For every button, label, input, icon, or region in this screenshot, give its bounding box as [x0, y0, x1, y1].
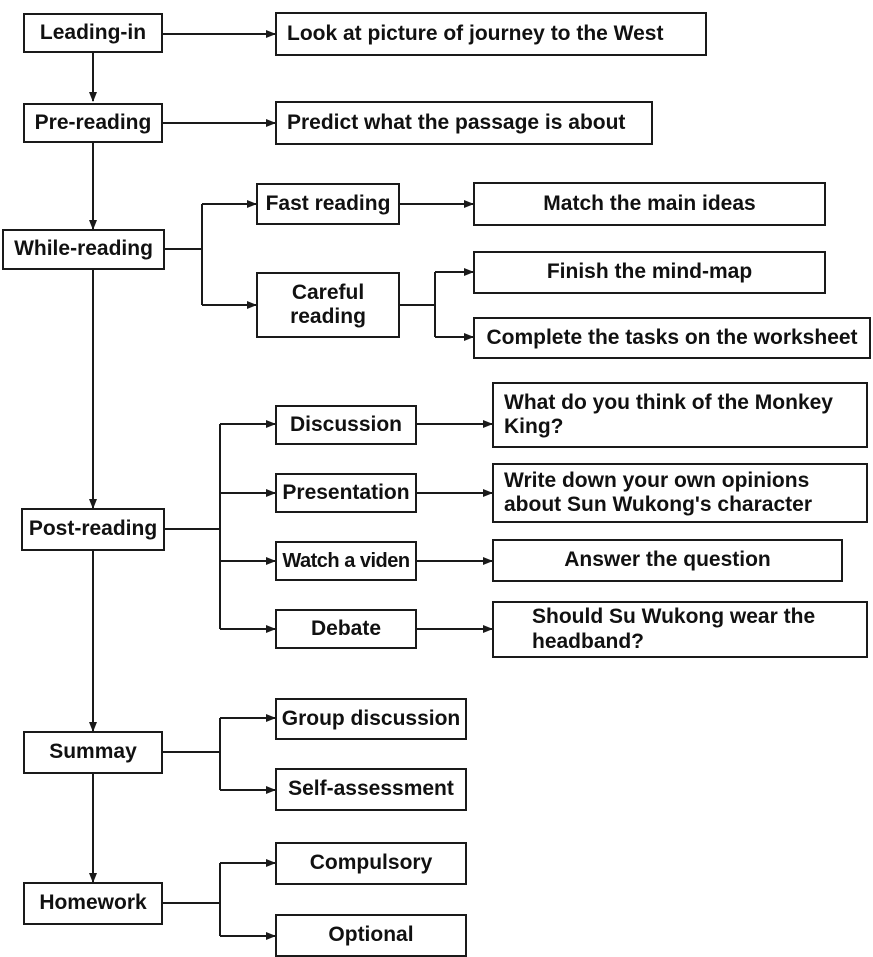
branch-careful	[400, 272, 436, 337]
branch-summary	[163, 718, 221, 790]
branch-while-reading	[163, 204, 203, 305]
presentation: Presentation	[275, 473, 417, 513]
careful-reading-task-1: Finish the mind-map	[473, 251, 826, 294]
optional: Optional	[275, 914, 467, 957]
self-assessment: Self-assessment	[275, 768, 467, 811]
leading-in-task: Look at picture of journey to the West	[275, 12, 707, 56]
compulsory: Compulsory	[275, 842, 467, 885]
watch-video-task: Answer the question	[492, 539, 843, 582]
pre-reading-task: Predict what the passage is about	[275, 101, 653, 145]
careful-reading: Careful reading	[256, 272, 400, 338]
stage-homework: Homework	[23, 882, 163, 925]
stage-pre-reading: Pre-reading	[23, 103, 163, 143]
stage-while-reading: While-reading	[2, 229, 165, 270]
watch-video: Watch a viden	[275, 541, 417, 581]
careful-reading-task-2: Complete the tasks on the worksheet	[473, 317, 871, 359]
discussion: Discussion	[275, 405, 417, 445]
discussion-task: What do you think of the Monkey King?	[492, 382, 868, 448]
debate-task: Should Su Wukong wear the headband?	[492, 601, 868, 658]
stage-leading-in: Leading-in	[23, 13, 163, 53]
branch-post-reading	[165, 424, 221, 629]
stage-summary: Summay	[23, 731, 163, 774]
fast-reading-task: Match the main ideas	[473, 182, 826, 226]
presentation-task: Write down your own opinions about Sun W…	[492, 463, 868, 523]
fast-reading: Fast reading	[256, 183, 400, 225]
branch-homework	[163, 863, 221, 936]
group-discussion: Group discussion	[275, 698, 467, 740]
debate: Debate	[275, 609, 417, 649]
stage-post-reading: Post-reading	[21, 508, 165, 551]
